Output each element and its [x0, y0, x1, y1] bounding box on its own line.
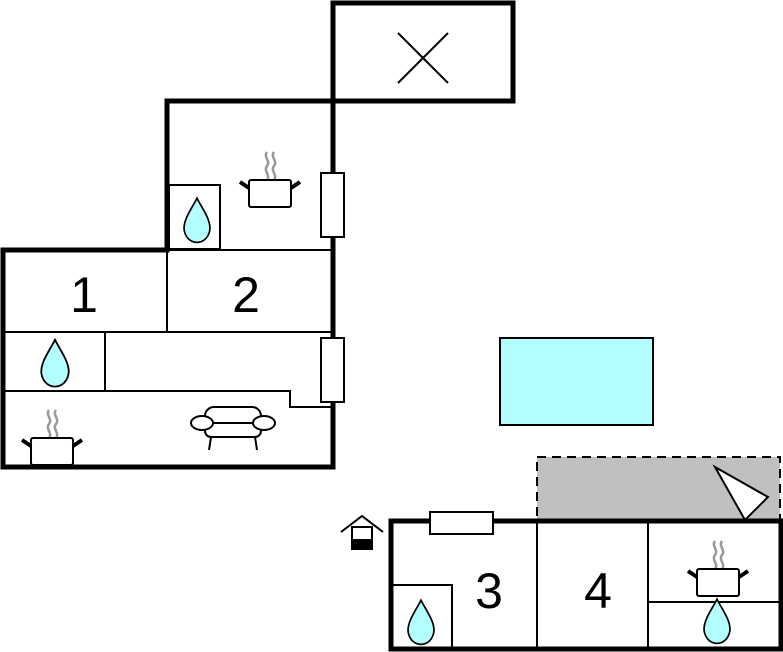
- upper-building: 1 2: [0, 98, 345, 470]
- cooking-pot-icon: [238, 150, 302, 209]
- water-drop-icon: [703, 598, 731, 645]
- room-label-4: 4: [584, 563, 612, 619]
- window-icon: [320, 337, 345, 403]
- void-box: [330, 0, 516, 104]
- room-label-1: 1: [70, 267, 98, 323]
- room-label-3: 3: [475, 563, 503, 619]
- water-drop-icon: [40, 338, 70, 388]
- water-drop-icon: [183, 197, 211, 244]
- compass-triangle-icon: [712, 464, 770, 522]
- sofa-icon: [190, 406, 276, 451]
- cooking-pot-icon: [20, 408, 84, 467]
- water-drop-icon: [407, 599, 435, 646]
- window-icon: [429, 511, 494, 535]
- window-icon: [320, 172, 345, 238]
- entrance-house-icon: [340, 514, 384, 550]
- cross-void-icon: [397, 32, 449, 84]
- terrace: [536, 456, 781, 522]
- cooking-pot-icon: [686, 539, 750, 598]
- lower-building: 3 4: [388, 511, 783, 652]
- pool: [499, 337, 654, 426]
- room-label-2: 2: [232, 267, 260, 323]
